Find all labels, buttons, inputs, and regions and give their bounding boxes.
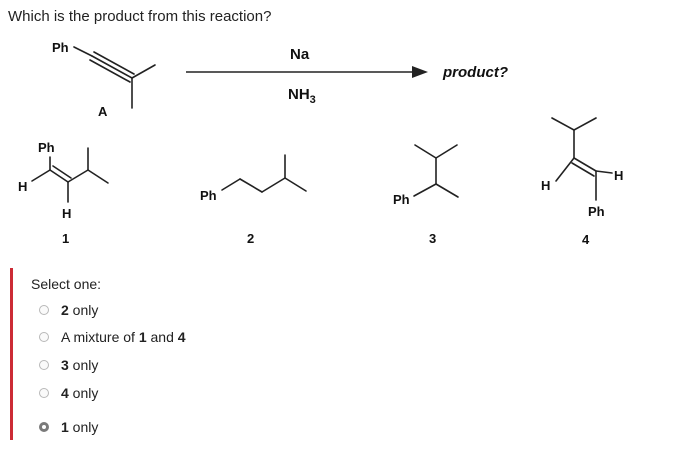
c4-bond-h2 (595, 170, 613, 174)
c2-bond-me2 (284, 177, 307, 192)
product-question: product? (442, 64, 508, 81)
c4-bond-h1 (555, 157, 575, 182)
c3-bond-me1 (414, 144, 437, 159)
c4-double-1 (573, 157, 597, 172)
option-label: 4 only (61, 385, 99, 401)
option-label: 3 only (61, 357, 99, 373)
c2-bond-1 (221, 178, 241, 191)
candidate-1-h2: H (62, 206, 71, 221)
candidate-4-h1: H (541, 178, 550, 193)
option-1-only[interactable]: 1 only (39, 416, 98, 438)
option-label: 1 only (61, 419, 99, 435)
candidate-3-number: 3 (429, 231, 436, 246)
radio-icon[interactable] (39, 305, 49, 315)
reactant-triple-bond-1 (91, 55, 133, 79)
candidate-4-structure: H H Ph 4 (541, 117, 623, 247)
radio-icon[interactable] (39, 332, 49, 342)
c3-bond-1 (413, 183, 437, 197)
candidate-4-h2: H (614, 168, 623, 183)
c1-double-2 (52, 165, 72, 179)
radio-selected-icon[interactable] (39, 422, 49, 432)
reaction-scheme: Ph A Na NH3 product? Ph H H 1 Ph (18, 40, 623, 247)
reactant-a-structure: Ph A (52, 40, 156, 119)
reactant-bond-methyl-1 (131, 64, 156, 79)
reagent-nh3: NH3 (288, 86, 316, 106)
reactant-triple-bond-3 (89, 59, 131, 83)
c4-bond-me1 (551, 117, 575, 131)
question-text: Which is the product from this reaction? (8, 8, 272, 25)
c2-bond-3 (261, 177, 286, 193)
candidate-2-ph: Ph (200, 188, 217, 203)
reactant-bond-ph (73, 46, 93, 57)
c3-bond-me2 (435, 144, 458, 159)
c4-bond-me2 (573, 117, 597, 131)
candidate-3-structure: Ph 3 (393, 144, 459, 246)
c2-bond-2 (239, 178, 263, 193)
candidate-1-ph: Ph (38, 140, 55, 155)
candidate-2-number: 2 (247, 231, 254, 246)
radio-icon[interactable] (39, 388, 49, 398)
select-one-prompt: Select one: (31, 276, 102, 292)
candidate-3-ph: Ph (393, 192, 410, 207)
reaction-arrow: Na NH3 product? (186, 46, 508, 106)
c4-double-2 (571, 162, 595, 177)
reactant-label-a: A (98, 104, 108, 119)
option-2-only[interactable]: 2 only (39, 299, 98, 321)
reactant-ph-label: Ph (52, 40, 69, 55)
reagent-na: Na (290, 46, 310, 63)
c1-bond-me2 (87, 169, 109, 184)
arrow-head (412, 66, 428, 78)
c1-bond-h (31, 169, 51, 182)
option-label: 2 only (61, 302, 99, 318)
option-mixture-1-and-4[interactable]: A mixture of 1 and 4 (39, 326, 186, 348)
option-label: A mixture of 1 and 4 (61, 329, 186, 345)
candidate-4-ph: Ph (588, 204, 605, 219)
candidate-2-structure: Ph 2 (200, 154, 307, 246)
answer-panel: Select one: 2 only A mixture of 1 and 4 … (10, 268, 313, 440)
radio-icon[interactable] (39, 360, 49, 370)
candidate-1-number: 1 (62, 231, 69, 246)
reactant-triple-bond-2 (93, 51, 135, 75)
option-3-only[interactable]: 3 only (39, 354, 98, 376)
candidate-1-structure: Ph H H 1 (18, 140, 109, 246)
c3-bond-me (435, 183, 459, 198)
c1-double-1 (49, 169, 69, 183)
option-4-only[interactable]: 4 only (39, 382, 98, 404)
c1-bond-ipr (67, 169, 89, 183)
candidate-1-h1: H (18, 179, 27, 194)
candidate-4-number: 4 (582, 232, 590, 247)
